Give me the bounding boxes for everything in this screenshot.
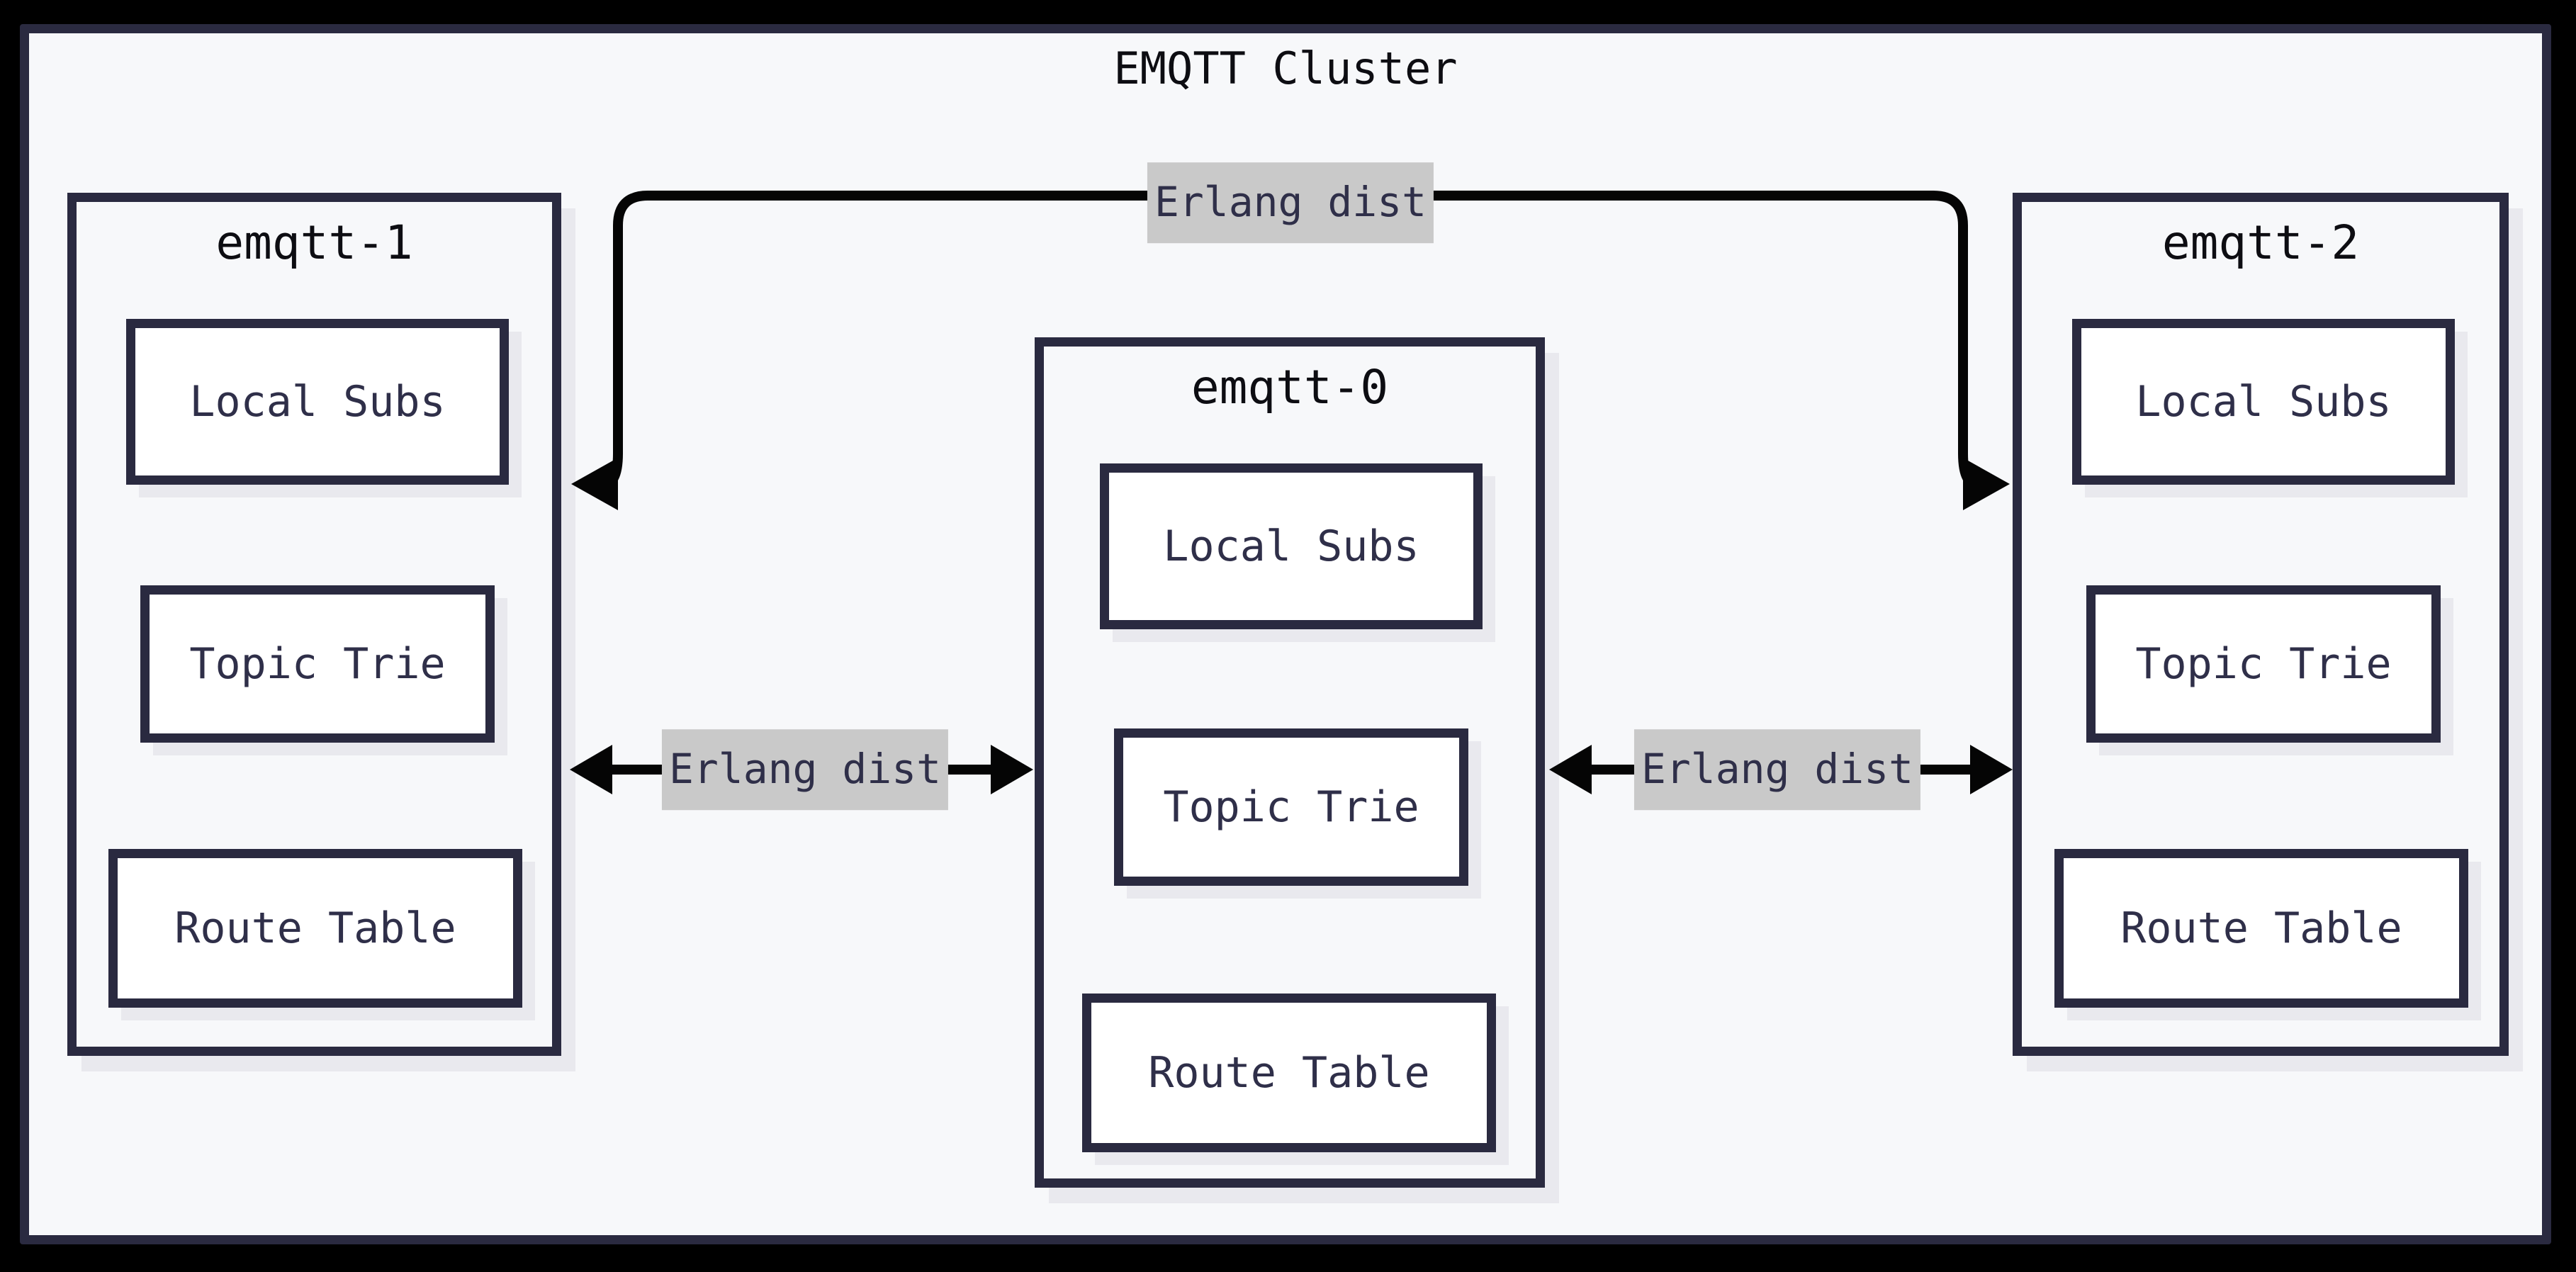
component-local-subs: Local Subs — [2072, 319, 2455, 485]
component-label: Route Table — [1148, 1048, 1430, 1098]
link-label-erlang-dist: Erlang dist — [1633, 729, 1921, 810]
component-label: Local Subs — [189, 377, 446, 427]
component-local-subs: Local Subs — [126, 319, 509, 485]
component-label: Topic Trie — [189, 639, 446, 689]
component-topic-trie: Topic Trie — [140, 585, 495, 743]
component-local-subs: Local Subs — [1100, 463, 1483, 629]
component-route-table: Route Table — [2054, 849, 2468, 1008]
node-title: emqtt-0 — [1191, 360, 1389, 415]
component-topic-trie: Topic Trie — [1114, 728, 1468, 886]
component-label: Local Subs — [2135, 377, 2392, 427]
component-label: Topic Trie — [2135, 639, 2392, 689]
component-label: Local Subs — [1163, 522, 1419, 571]
component-topic-trie: Topic Trie — [2086, 585, 2441, 743]
link-label-erlang-dist: Erlang dist — [661, 729, 949, 810]
component-label: Route Table — [2120, 904, 2402, 953]
node-title: emqtt-2 — [2161, 215, 2360, 270]
cluster-title: EMQTT Cluster — [1113, 43, 1458, 94]
component-label: Topic Trie — [1163, 782, 1419, 832]
component-label: Route Table — [174, 904, 456, 953]
component-route-table: Route Table — [1082, 994, 1496, 1152]
component-route-table: Route Table — [108, 849, 522, 1008]
node-title: emqtt-1 — [215, 215, 413, 270]
link-label-erlang-dist: Erlang dist — [1147, 162, 1434, 243]
